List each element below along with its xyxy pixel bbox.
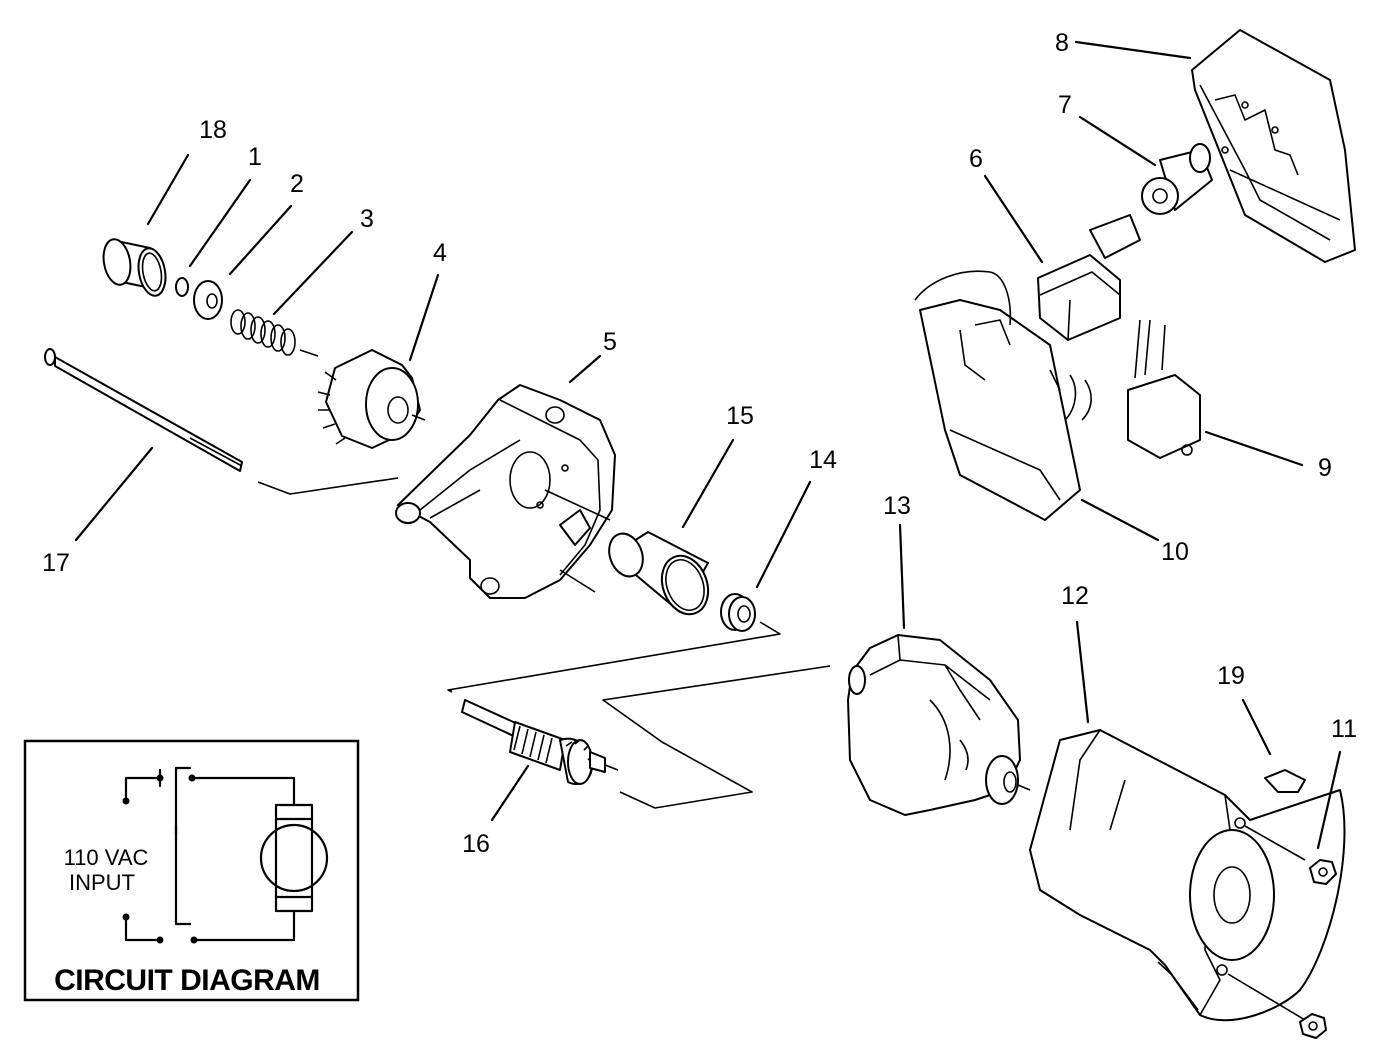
part-18-sleeve xyxy=(102,238,167,297)
part-17-rod xyxy=(44,348,399,495)
part-5-housing xyxy=(395,384,616,599)
part-12-motor xyxy=(1029,729,1346,1022)
callout-17: 17 xyxy=(42,549,70,577)
callout-18: 18 xyxy=(199,116,227,144)
part-11-nut-lower xyxy=(1299,1013,1327,1039)
part-6-connector xyxy=(1037,214,1141,341)
part-14-bushing xyxy=(447,593,781,691)
callout-8: 8 xyxy=(1055,29,1069,57)
callout-14: 14 xyxy=(809,446,837,474)
callout-7: 7 xyxy=(1058,91,1072,119)
callout-2: 2 xyxy=(290,170,304,198)
callout-10: 10 xyxy=(1161,538,1189,566)
circuit-diagram-frame xyxy=(23,739,360,1002)
circuit-wiring xyxy=(122,766,329,944)
callout-labels: 18 1 2 3 4 5 15 14 17 16 13 12 19 11 8 7… xyxy=(42,29,1357,858)
part-10-block xyxy=(914,270,1092,521)
callout-1: 1 xyxy=(248,143,262,171)
part-9-switch xyxy=(1127,319,1201,459)
callout-15: 15 xyxy=(726,402,754,430)
part-16-shaft xyxy=(447,665,831,809)
part-1-ring xyxy=(175,277,189,297)
callout-11: 11 xyxy=(1331,715,1357,743)
part-4-pinion xyxy=(317,349,426,449)
callout-12: 12 xyxy=(1061,582,1089,610)
circuit-diagram-title: CIRCUIT DIAGRAM xyxy=(54,964,320,997)
leader-lines xyxy=(74,40,1342,850)
callout-19: 19 xyxy=(1217,662,1245,690)
circuit-input-line2: INPUT xyxy=(69,870,135,895)
callout-16: 16 xyxy=(462,830,490,858)
callout-13: 13 xyxy=(883,492,911,520)
part-3-spring xyxy=(230,309,319,357)
part-2-washer xyxy=(193,280,223,320)
callout-3: 3 xyxy=(360,205,374,233)
callout-5: 5 xyxy=(603,328,617,356)
part-13-end-cap xyxy=(847,634,1031,816)
part-7-lamp xyxy=(1141,143,1213,215)
part-11-nut-upper xyxy=(1309,859,1337,885)
part-19-clip xyxy=(1264,769,1306,793)
motor-symbol xyxy=(259,823,329,893)
part-8-cover xyxy=(1191,29,1356,263)
callout-9: 9 xyxy=(1318,454,1332,482)
part-15-sleeve xyxy=(608,531,710,616)
circuit-diagram: 110 VAC INPUT CIRCUIT DIAGRAM xyxy=(23,739,360,1002)
callout-6: 6 xyxy=(969,145,983,173)
circuit-input-line1: 110 VAC xyxy=(64,845,149,870)
callout-4: 4 xyxy=(433,239,447,267)
